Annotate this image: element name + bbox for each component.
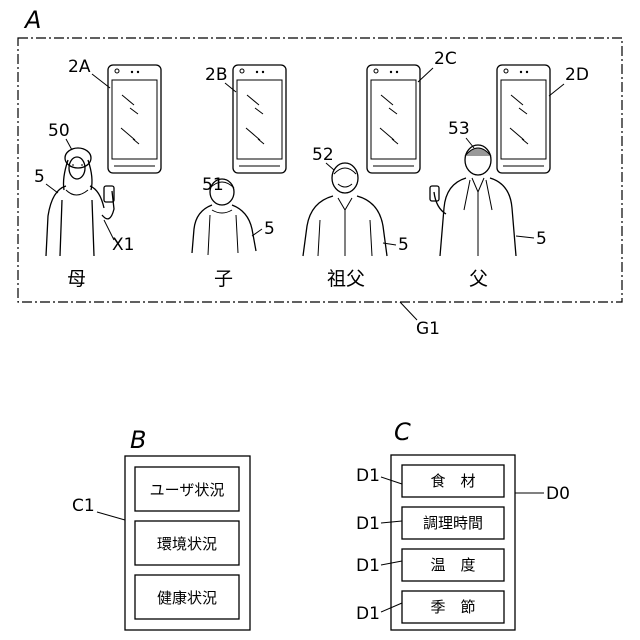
terminal-device-2b <box>233 65 286 173</box>
item-text-season: 季 節 <box>430 598 475 616</box>
item-text-user-status: ユーザ状況 <box>150 481 225 499</box>
person-name-father: 父 <box>469 268 488 290</box>
device-label-2b: 2B <box>205 65 227 85</box>
item-text-ingredients: 食 材 <box>430 472 475 490</box>
person-name-child: 子 <box>214 268 233 290</box>
item-label-d1-temperature: D1 <box>356 556 380 576</box>
item-text-temperature: 温 度 <box>430 556 475 574</box>
terminal-device-2a <box>108 65 161 173</box>
item-text-cooking-time: 調理時間 <box>423 514 483 532</box>
panel-b-letter: B <box>130 426 146 454</box>
person-ref-50: 50 <box>48 121 70 141</box>
panel-a-letter: A <box>23 6 41 34</box>
item-label-d1-season: D1 <box>356 604 380 624</box>
item-label-d1-ingredients: D1 <box>356 466 380 486</box>
device-label-2c: 2C <box>434 49 457 69</box>
person-name-grandfather: 祖父 <box>327 268 365 290</box>
group-label-g1: G1 <box>416 319 440 339</box>
item-text-health-status: 健康状況 <box>157 589 217 607</box>
person-ref-5-father: 5 <box>536 229 547 249</box>
data-label-d0: D0 <box>546 484 570 504</box>
external-ref-x1: X1 <box>112 235 134 255</box>
device-label-2d: 2D <box>565 65 589 85</box>
person-ref-5-child: 5 <box>264 219 275 239</box>
device-label-2a: 2A <box>68 57 91 77</box>
terminal-device-2c <box>367 65 420 173</box>
person-ref-51: 51 <box>202 175 224 195</box>
terminal-device-2d <box>497 65 550 173</box>
item-text-environment-status: 環境状況 <box>157 535 217 553</box>
person-ref-52: 52 <box>312 145 334 165</box>
person-father <box>430 145 516 256</box>
item-label-d1-cooking-time: D1 <box>356 514 380 534</box>
person-mother <box>46 148 114 256</box>
person-ref-5-mother: 5 <box>34 167 45 187</box>
panel-c-letter: C <box>394 418 411 446</box>
person-ref-53: 53 <box>448 119 470 139</box>
data-label-c1: C1 <box>72 496 95 516</box>
person-name-mother: 母 <box>67 268 86 290</box>
person-ref-5-grandfather: 5 <box>398 235 409 255</box>
person-grandfather <box>303 163 387 256</box>
